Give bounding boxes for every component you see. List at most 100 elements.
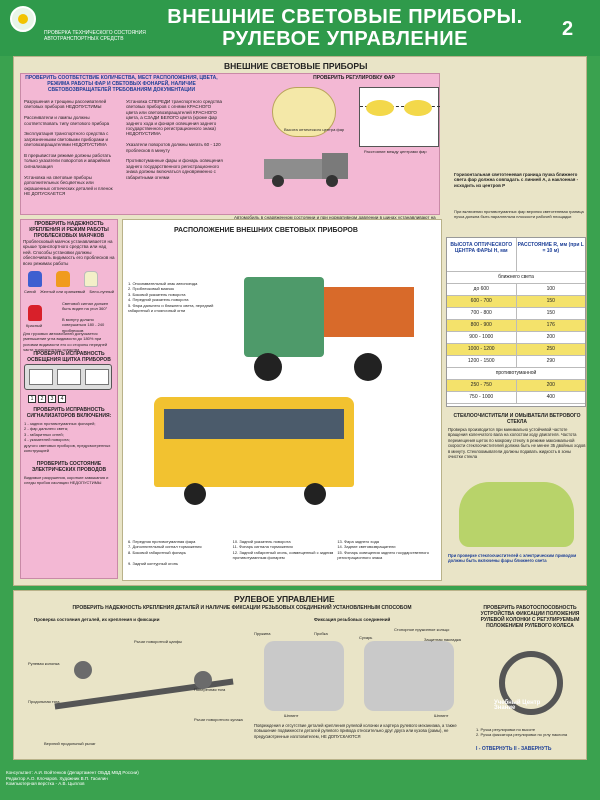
sub-right: Фиксация резьбовых соединений — [314, 617, 391, 622]
table-col-header: ВЫСОТА ОПТИЧЕСКОГО ЦЕНТРА ФАРЫ H, мм — [447, 238, 517, 271]
red-beacon-icon — [28, 305, 42, 321]
wiring-title: ПРОВЕРИТЬ СОСТОЯНИЕ ЭЛЕКТРИЧЕСКИХ ПРОВОД… — [31, 461, 107, 473]
table-group-label: ближнего света — [498, 274, 534, 280]
req-item: В прерывистом режиме должны работать тол… — [24, 153, 112, 169]
table-group-label: противотуманной — [495, 370, 537, 376]
lights-section-title: ВНЕШНИЕ СВЕТОВЫЕ ПРИБОРЫ — [224, 61, 368, 71]
table-cell: 1200 - 1500 — [447, 356, 517, 367]
legend-item: 7. Дополнительный сигнал торможения — [128, 544, 202, 550]
req-item: Разрушения и трещины рассеивателей свето… — [24, 99, 107, 110]
title-line-1: ВНЕШНИЕ СВЕТОВЫЕ ПРИБОРЫ. — [167, 6, 523, 28]
header-subtitle: ПРОВЕРКА ТЕХНИЧЕСКОГО СОСТОЯНИЯ АВТОТРАН… — [44, 30, 146, 42]
headlight-illustration — [272, 87, 336, 137]
lock-item: 2. Ручка фиксатора регулировки по углу н… — [476, 732, 568, 738]
truck-legend: 1. Опознавательный знак автопоезда 2. Пр… — [128, 281, 223, 313]
car-front-icon — [459, 482, 574, 547]
table-cell: 100 — [546, 286, 555, 292]
ball-joint-icon — [264, 641, 344, 711]
instrument-panel-icon — [24, 364, 112, 390]
label-pin-2: Шплинт — [434, 713, 449, 718]
beacon-title: ПРОВЕРИТЬ НАДЕЖНОСТЬ КРЕПЛЕНИЯ И РЕЖИМ Р… — [29, 221, 109, 239]
req-item: Установка на световые приборы дополнител… — [24, 174, 113, 196]
table-cell: 800 - 900 — [447, 320, 517, 331]
beacon-text: Проблесковый маячок устанавливается на к… — [23, 239, 115, 266]
beacon-visible: Световой сигнал должен быть виден на уго… — [62, 301, 109, 312]
label-knuckle-arm: Рычаг поворотного кулака — [194, 717, 243, 722]
table-cell: 250 — [516, 344, 585, 355]
lock-title: ПРОВЕРИТЬ РАБОТОСПОСОБНОСТЬ УСТРОЙСТВА Ф… — [480, 605, 580, 629]
sub-left: Проверка состояния деталей, их крепления… — [34, 617, 160, 622]
footer-line: Редактор А.О. Клочаров. Художник В.П. Га… — [6, 775, 108, 781]
table-cell: 250 - 750 — [447, 380, 517, 391]
lock-item: 1. Ручка регулировки по высоте — [476, 727, 536, 732]
lights-section: ВНЕШНИЕ СВЕТОВЫЕ ПРИБОРЫ ПРОВЕРИТЬ СООТВ… — [13, 56, 587, 586]
steering-section: РУЛЕВОЕ УПРАВЛЕНИЕ ПРОВЕРИТЬ НАДЕЖНОСТЬ … — [13, 590, 587, 760]
distance-table: ВЫСОТА ОПТИЧЕСКОГО ЦЕНТРА ФАРЫ H, мм РАС… — [446, 237, 586, 407]
logo-icon — [10, 6, 36, 32]
req-item: Противотуманные фары и фонарь освещения … — [126, 158, 223, 180]
table-row: 900 - 1000 200 — [447, 332, 585, 344]
legend-item: 10. Задний указатель поворота — [232, 539, 291, 544]
title-line-2: РУЛЕВОЕ УПРАВЛЕНИЕ — [222, 28, 468, 50]
table-cell: 150 — [516, 296, 585, 307]
left-requirements: Разрушения и трещины рассеивателей свето… — [24, 99, 119, 196]
wipers-note: При проверке стеклоочистителей с электри… — [448, 553, 577, 564]
table-cell: 200 — [516, 380, 585, 391]
steering-wheel-icon — [499, 651, 563, 715]
red-beacon-label: Красный — [26, 323, 43, 328]
table-group-low: ближнего света — [447, 272, 585, 284]
bus-legend: 6. Передняя противотуманная фара 10. Зад… — [128, 539, 438, 566]
signal-item: другого световых приборов, предусмотренн… — [24, 442, 111, 454]
threaded-joint-icon — [364, 641, 454, 711]
wipers-title: СТЕКЛООЧИСТИТЕЛИ И ОМЫВАТЕЛИ ВЕТРОВОГО С… — [453, 413, 581, 425]
check-intro: ПРОВЕРИТЬ СООТВЕТСТВИЕ КОЛИЧЕСТВА, МЕСТ … — [25, 75, 218, 93]
legend-item: 5. Фара дальнего и ближнего света, перед… — [128, 302, 214, 314]
table-cell: 900 - 1000 — [447, 332, 517, 343]
lock-items: 1. Ручка регулировки по высоте 2. Ручка … — [476, 727, 584, 738]
label-drag-link: Продольная тяга — [28, 699, 60, 704]
req-item: Указатели поворотов должны мигать 60 - 1… — [126, 142, 221, 153]
wiring-text: Видимые разрушения, короткие замыкания и… — [24, 475, 109, 486]
label-cracker: Сухарь — [359, 635, 373, 640]
fastening-title: ПРОВЕРИТЬ НАДЕЖНОСТЬ КРЕПЛЕНИЯ ДЕТАЛЕЙ И… — [72, 605, 412, 611]
table-header: ВЫСОТА ОПТИЧЕСКОГО ЦЕНТРА ФАРЫ H, мм РАС… — [447, 238, 585, 272]
signal-item: 4 - указателей поворота; — [24, 437, 70, 443]
legend-item: 13. Фара заднего хода — [337, 539, 380, 544]
table-cell: 750 - 1000 — [447, 392, 517, 403]
header: ПРОВЕРКА ТЕХНИЧЕСКОГО СОСТОЯНИЯ АВТОТРАН… — [0, 0, 600, 56]
steering-title: РУЛЕВОЕ УПРАВЛЕНИЕ — [234, 594, 335, 604]
aiming-screen — [359, 87, 440, 147]
table-cell: 1000 - 1200 — [447, 344, 517, 355]
legend-item: 6. Передняя противотуманная фара — [128, 539, 196, 544]
legend-item: 3. Боковой указатель поворота — [128, 291, 186, 297]
legend-item: 8. Боковой габаритный фонарь — [128, 549, 186, 555]
legend-item: 12. Задний габаритный огонь, совмещенный… — [232, 549, 334, 561]
legend-item: 15. Фонарь освещения заднего государстве… — [337, 549, 429, 561]
table-cell: 200 — [546, 334, 555, 340]
horizontal-note: Горизонтальная светотеневая граница пучк… — [454, 172, 579, 188]
layout-title: РАСПОЛОЖЕНИЕ ВНЕШНИХ СВЕТОВЫХ ПРИБОРОВ — [174, 227, 358, 234]
beacon-color-labels: Синий Желтый или оранжевый Бело-лунный — [24, 289, 114, 294]
center-height-label: Высота оптического центра фар — [284, 127, 345, 132]
blue-beacon-icon — [28, 271, 42, 287]
truck-side-icon — [264, 153, 354, 189]
table-cell: 700 - 800 — [447, 308, 517, 319]
headlight-check-title: ПРОВЕРИТЬ РЕГУЛИРОВКУ ФАР — [313, 75, 395, 81]
page-title: ВНЕШНИЕ СВЕТОВЫЕ ПРИБОРЫ. РУЛЕВОЕ УПРАВЛ… — [150, 6, 540, 50]
signal-item: 1 - задних противотуманных фонарей; — [24, 421, 96, 426]
beacon-label: Синий — [24, 289, 36, 294]
footer-line: Консультант: А.И. Войтенков (Департамент… — [6, 770, 139, 775]
table-cell: 290 — [546, 358, 555, 364]
wipers-text: Проверка производится при минимально уст… — [448, 427, 586, 460]
legend-item: 4. Передний указатель поворота — [128, 297, 189, 303]
signal-list: 1 - задних противотуманных фонарей; 2 - … — [24, 421, 116, 453]
table-cell: 150 — [546, 310, 555, 316]
req-item: Рассеиватели и лампы должны соответствов… — [24, 115, 110, 126]
label-retaining-ring: Стопорное пружинное кольцо — [394, 627, 450, 632]
panel-title: ПРОВЕРИТЬ ИСПРАВНОСТЬ ОСВЕЩЕНИЯ ЩИТКА ПР… — [27, 351, 111, 363]
beacon-freq: В минуту должно совершаться 180 - 240 пр… — [62, 317, 105, 333]
